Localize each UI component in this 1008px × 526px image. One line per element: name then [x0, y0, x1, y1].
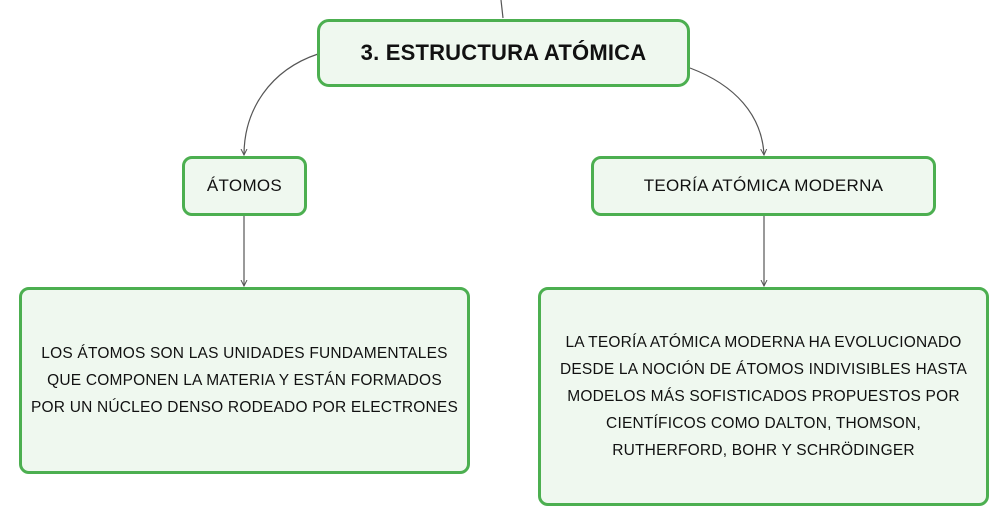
detail-node-teoria-text: LA TEORÍA ATÓMICA MODERNA HA EVOLUCIONAD… — [559, 334, 968, 459]
branch-node-teoria[interactable]: TEORÍA ATÓMICA MODERNA — [591, 156, 936, 216]
detail-node-atomos[interactable]: LOS ÁTOMOS SON LAS UNIDADES FUNDAMENTALE… — [19, 287, 470, 474]
detail-node-teoria[interactable]: LA TEORÍA ATÓMICA MODERNA HA EVOLUCIONAD… — [538, 287, 989, 506]
connector-root-to-atomos — [244, 53, 319, 155]
root-node-label: 3. ESTRUCTURA ATÓMICA — [360, 40, 647, 65]
branch-node-teoria-label: TEORÍA ATÓMICA MODERNA — [643, 176, 884, 195]
detail-node-atomos-text: LOS ÁTOMOS SON LAS UNIDADES FUNDAMENTALE… — [31, 345, 458, 416]
branch-node-atomos-label: ÁTOMOS — [206, 176, 283, 195]
connector-root-to-teoria — [689, 67, 764, 155]
branch-node-atomos[interactable]: ÁTOMOS — [182, 156, 307, 216]
root-node[interactable]: 3. ESTRUCTURA ATÓMICA — [317, 19, 690, 87]
incoming-connector — [500, 0, 504, 19]
